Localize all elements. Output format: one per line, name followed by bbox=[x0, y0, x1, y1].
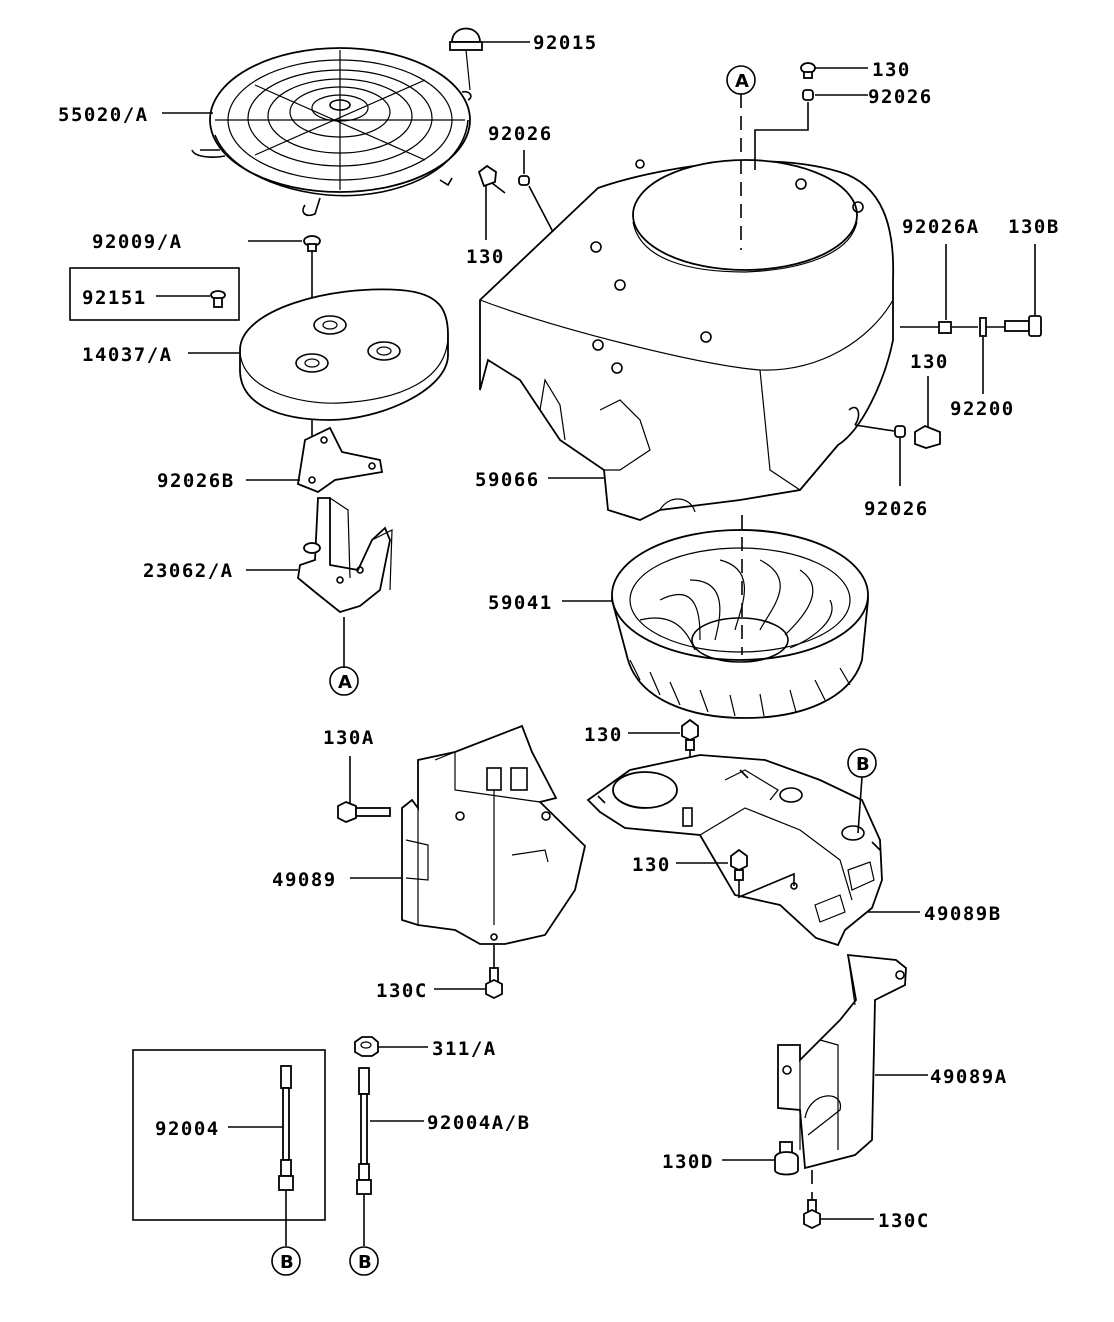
label-130C-left: 130C bbox=[376, 980, 428, 1002]
nut-311a-part bbox=[354, 1036, 379, 1057]
bolt-130a-part bbox=[337, 801, 391, 823]
label-130A: 130A bbox=[323, 727, 375, 749]
label-92026-right: 92026 bbox=[864, 498, 929, 520]
collar-92026-right-part bbox=[894, 425, 906, 438]
label-14037A: 14037/A bbox=[82, 344, 173, 366]
baffle-49089b-part bbox=[586, 754, 883, 947]
label-49089: 49089 bbox=[272, 869, 337, 891]
plate-92026b-part bbox=[296, 426, 384, 494]
label-130D: 130D bbox=[662, 1151, 714, 1173]
label-92026A: 92026A bbox=[902, 216, 980, 238]
label-23062A: 23062/A bbox=[143, 560, 234, 582]
baffle-49089-part bbox=[401, 724, 586, 945]
ref-b-left2: B bbox=[358, 1252, 372, 1273]
collar-92026a-part bbox=[938, 321, 952, 334]
bolt-130-left-part bbox=[477, 164, 506, 194]
bolt-130-mid-part bbox=[681, 718, 699, 751]
label-92004: 92004 bbox=[155, 1118, 220, 1140]
label-92026-top: 92026 bbox=[868, 86, 933, 108]
fan-guard-part bbox=[191, 47, 472, 217]
screw-92151-part bbox=[210, 290, 226, 308]
ref-b-left1: B bbox=[280, 1252, 294, 1273]
ref-b-right: B bbox=[856, 754, 870, 775]
label-92026-left: 92026 bbox=[488, 123, 553, 145]
washer-92200-part bbox=[979, 317, 987, 337]
label-55020A: 55020/A bbox=[58, 104, 149, 126]
bolt-130b-part bbox=[1004, 315, 1042, 337]
label-130-left: 130 bbox=[466, 246, 505, 268]
collar-92026-top-part bbox=[802, 89, 814, 101]
bolt-130c-left-part bbox=[485, 945, 503, 1000]
inset-box-92151 bbox=[69, 267, 240, 321]
blower-housing-59066-part bbox=[479, 159, 895, 521]
ref-circle-b-left1 bbox=[271, 1246, 301, 1276]
baffle-49089a-part bbox=[777, 953, 907, 1170]
fan-59041-part bbox=[611, 529, 869, 719]
bolt-130-right-part bbox=[914, 424, 941, 449]
ref-circle-a-bottom bbox=[329, 666, 359, 696]
cap-nut-part bbox=[449, 27, 483, 91]
disc-14037a-part bbox=[239, 288, 449, 421]
label-59041: 59041 bbox=[488, 592, 553, 614]
bolt-130-top-part bbox=[800, 62, 816, 79]
bolt-130d-part bbox=[774, 1141, 799, 1176]
bracket-23062a-part bbox=[297, 497, 393, 613]
label-130C-right: 130C bbox=[878, 1210, 930, 1232]
label-49089A: 49089A bbox=[930, 1066, 1008, 1088]
bolt-130-mid2-part bbox=[730, 848, 748, 881]
label-92026B: 92026B bbox=[157, 470, 235, 492]
stud-92004-part bbox=[278, 1065, 294, 1191]
ref-a-bottom: A bbox=[338, 672, 352, 693]
label-130-mid: 130 bbox=[584, 724, 623, 746]
label-59066: 59066 bbox=[475, 469, 540, 491]
label-92015: 92015 bbox=[533, 32, 598, 54]
bolt-130c-right-part bbox=[803, 1170, 821, 1230]
collar-92026-left-part bbox=[518, 175, 530, 186]
label-92009A: 92009/A bbox=[92, 231, 183, 253]
stud-92004ab-part bbox=[356, 1067, 372, 1195]
ref-circle-b-left2 bbox=[349, 1246, 379, 1276]
label-92200: 92200 bbox=[950, 398, 1015, 420]
label-311A: 311/A bbox=[432, 1038, 497, 1060]
label-130-top: 130 bbox=[872, 59, 911, 81]
ref-a-top: A bbox=[735, 71, 749, 92]
label-92151: 92151 bbox=[82, 287, 147, 309]
label-49089B: 49089B bbox=[924, 903, 1002, 925]
label-130B: 130B bbox=[1008, 216, 1060, 238]
inset-box-92004 bbox=[132, 1049, 326, 1221]
label-130-right: 130 bbox=[910, 351, 949, 373]
label-130-mid2: 130 bbox=[632, 854, 671, 876]
label-92004AB: 92004A/B bbox=[427, 1112, 531, 1134]
